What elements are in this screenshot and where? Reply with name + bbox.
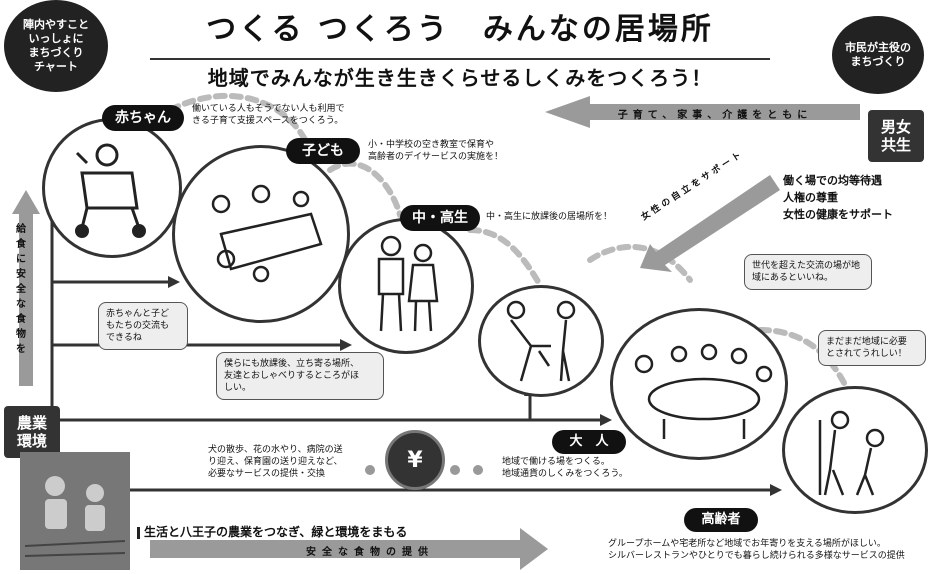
elder-circle [782,386,928,514]
arrow-food-bottom [150,528,548,570]
arrow-care-label: 子育て、家事、介護をともに [617,110,813,121]
baby-label: 赤ちゃん [102,105,184,131]
stroller-illustration [75,143,146,238]
baby-circle [42,118,182,258]
adult-circle [478,285,604,397]
farm-photo [20,452,130,570]
note-generations: 世代を超えた交流の場が地 域にあるといいね。 [744,254,872,290]
badge-left: 陣内やすこと いっしょに まちづくり チャート [4,0,108,92]
adult-text: 地域で働ける場をつくる。 地域通貨のしくみをつくろう。 [502,457,628,479]
elders-table-illustration [634,343,773,439]
note-after-school: 僕らにも放課後、立ち寄る場所、 友達とおしゃべりするところがほ しい。 [216,352,384,400]
teens-illustration [377,235,439,332]
note-baby-child: 赤ちゃんと子ど もたちの交流も できるね [98,302,188,350]
gender-item: 人権の尊重 [783,191,838,204]
agriculture-label: 農業 環境 [4,406,60,458]
yen-icon: ¥ [407,447,423,473]
teen-circle [338,218,474,354]
currency-coin: ¥ [385,430,445,490]
note-services: 犬の散歩、花の水やり、病院の送 り迎え、保育園の送り迎えなど、 必要なサービスの… [208,445,343,479]
arrow-food-vertical [12,190,40,386]
page-subtitle: 地域でみんなが生き生きくらせるしくみをつくろう！ [150,62,770,91]
elder-illustration [818,410,885,496]
note-needed: まだまだ地域に必要 とされてうれしい！ [818,330,926,366]
gender-item: 女性の健康をサポート [783,208,893,221]
elder-text: グループホームや宅老所など地域でお年寄りを支える場所がほしい。 シルバーレストラ… [608,539,905,561]
gender-item: 働く場での均等待遇 [783,174,882,187]
arrow-food-bottom-label: 安全な食物の提供 [306,547,434,558]
baby-text: 働いている人もそうでない人も利用で きる子育て支援スペースをつくろう。 [192,104,345,126]
badge-right: 市民が主役の まちづくり [832,16,924,94]
agriculture-text: 生活と八王子の農業をつなぎ、緑と環境をまもる [144,525,408,539]
child-circle [172,145,350,323]
farmers-illustration [25,476,125,557]
arc-adult-elder [587,243,693,283]
arrow-care [545,96,860,128]
gender-label: 男女 共生 [868,110,924,162]
child-text: 小・中学校の空き教室で保育や 高齢者のデイサービスの実施を！ [368,140,504,162]
page-title: つくる つくろう みんなの居場所 [206,12,714,47]
teen-text: 中・高生に放課後の居場所を！ [486,212,613,222]
arc-baby-child [167,93,313,153]
arrow-food-vertical-label: 給食に安全な食物を [16,224,26,355]
teen-label: 中・高生 [400,205,480,231]
children-illustration [211,184,323,283]
arc-teen-adult [467,227,543,288]
child-label: 子ども [286,138,360,164]
elder-label: 高齢者 [684,508,758,532]
arrow-women [640,175,780,272]
adults-illustration [506,300,576,382]
adult-label: 大 人 [552,430,626,454]
title-rule [150,58,770,60]
table-circle [610,308,788,460]
gender-items: 働く場での均等待遇 人権の尊重 女性の健康をサポート [783,172,928,223]
agriculture-marker [137,527,140,539]
arc-child-teen [327,160,403,218]
arc-elder [757,327,853,398]
